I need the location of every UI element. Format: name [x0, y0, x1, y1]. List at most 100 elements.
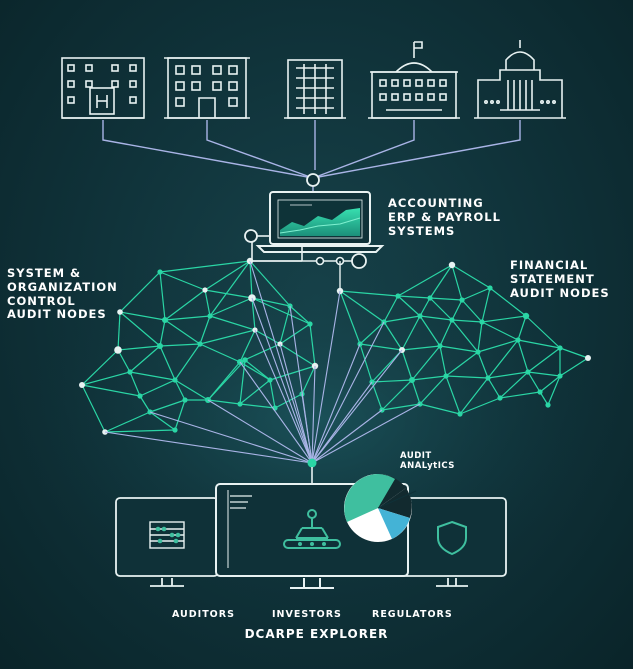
left-mesh-node [117, 309, 123, 315]
right-mesh-edge [439, 345, 447, 377]
left-mesh-edge [81, 384, 106, 433]
left-mesh-edge [159, 345, 176, 381]
left-mesh-node [237, 401, 243, 407]
left-mesh-edge [119, 311, 166, 321]
converging-edge [311, 409, 383, 464]
system-control-label: SYSTEM & ORGANIZATION CONTROL AUDIT NODE… [7, 266, 118, 322]
left-mesh-node [137, 393, 143, 399]
converging-edge [311, 403, 421, 464]
left-mesh-node [202, 287, 208, 293]
left-mesh-edge [209, 297, 253, 317]
left-mesh-node [172, 427, 178, 433]
converging-edge [311, 381, 373, 464]
left-mesh-edge [204, 260, 251, 291]
right-mesh-node [557, 373, 563, 379]
left-mesh-edge [81, 371, 131, 386]
left-mesh-edge [289, 305, 311, 325]
left-mesh-edge [204, 289, 253, 299]
left-mesh-edge [209, 315, 256, 331]
left-mesh-edge [159, 271, 166, 321]
right-mesh-edge [445, 375, 489, 379]
connector-node-mid [315, 256, 325, 266]
accounting-label: ACCOUNTING ERP & PAYROLL SYSTEMS [388, 196, 501, 238]
right-mesh-edge [439, 319, 453, 347]
left-mesh-edge [249, 260, 253, 299]
left-mesh-edge [239, 403, 276, 409]
right-mesh-edge [461, 287, 491, 301]
left-mesh-edge [139, 395, 151, 413]
right-mesh-edge [419, 315, 453, 321]
left-mesh-edge [119, 311, 161, 347]
converging-edge [251, 297, 313, 464]
left-mesh-edge [129, 345, 161, 373]
left-mesh-edge [269, 365, 316, 381]
converging-edge [149, 411, 313, 464]
tower-building-icon [284, 59, 346, 119]
right-mesh-edge [451, 319, 483, 323]
right-mesh-edge [539, 375, 561, 393]
left-mesh-edge [159, 271, 206, 291]
right-mesh-edge [359, 343, 403, 351]
right-mesh-edge [429, 297, 463, 301]
hub-node-bottom [307, 458, 317, 468]
right-mesh-node [522, 312, 530, 320]
left-mesh-edge [174, 399, 186, 431]
regulators-label: REGULATORS [372, 609, 453, 620]
government-building-icon [368, 41, 460, 119]
left-mesh-edge [104, 411, 151, 433]
left-mesh-edge [199, 315, 211, 345]
right-mesh-node [457, 411, 463, 417]
left-mesh-edge [117, 345, 161, 351]
left-mesh-edge [149, 399, 186, 413]
left-mesh-node [267, 377, 273, 383]
left-mesh-edge [244, 359, 271, 381]
left-mesh-edge [81, 349, 119, 386]
right-mesh-edge [339, 290, 399, 297]
right-mesh-edge [381, 379, 413, 411]
left-mesh-edge [164, 289, 206, 321]
left-mesh-edge [174, 379, 186, 401]
left-mesh-edge [239, 379, 271, 405]
right-mesh-edge [481, 287, 491, 323]
right-mesh-edge [559, 357, 589, 377]
pie-chart-icon [344, 473, 417, 542]
right-mesh-node [497, 395, 503, 401]
converging-edge [279, 343, 313, 464]
right-mesh-node [525, 369, 531, 375]
left-mesh-edge [269, 379, 276, 409]
right-mesh-node [443, 373, 449, 379]
left-mesh-edge [139, 379, 176, 397]
dcarpe-explorer-title: DCARPE EXPLORER [244, 627, 389, 641]
right-mesh-node [515, 337, 521, 343]
right-mesh-edge [499, 391, 541, 399]
financial-statement-label: FINANCIAL STATEMENT AUDIT NODES [510, 258, 610, 300]
right-mesh-edge [411, 345, 441, 381]
converging-edge [254, 329, 313, 464]
right-mesh-edge [445, 375, 461, 415]
converging-edge [104, 431, 313, 464]
right-mesh-edge [477, 339, 519, 353]
left-mesh-edge [159, 260, 251, 273]
right-mesh-node [557, 345, 563, 351]
left-mesh-edge [209, 260, 251, 317]
right-mesh-edge [525, 315, 561, 349]
right-mesh-node [449, 317, 455, 323]
right-mesh-edge [517, 339, 561, 349]
connector-node-left [244, 229, 258, 243]
text-lines-icon [230, 495, 252, 509]
right-mesh-node [459, 297, 465, 303]
right-mesh-edge [487, 339, 519, 379]
left-mesh-node [127, 369, 133, 375]
right-mesh-node [417, 313, 423, 319]
right-mesh-edge [461, 299, 483, 323]
right-mesh-node [479, 319, 485, 325]
monitor-right [399, 497, 507, 587]
left-mesh-edge [251, 297, 311, 325]
converging-edges [104, 260, 421, 464]
left-mesh-node [197, 341, 203, 347]
converging-edge [311, 321, 385, 464]
left-mesh-edge [104, 429, 176, 433]
right-mesh-node [485, 375, 491, 381]
right-mesh-edge [451, 319, 479, 353]
converging-edge [301, 393, 313, 464]
